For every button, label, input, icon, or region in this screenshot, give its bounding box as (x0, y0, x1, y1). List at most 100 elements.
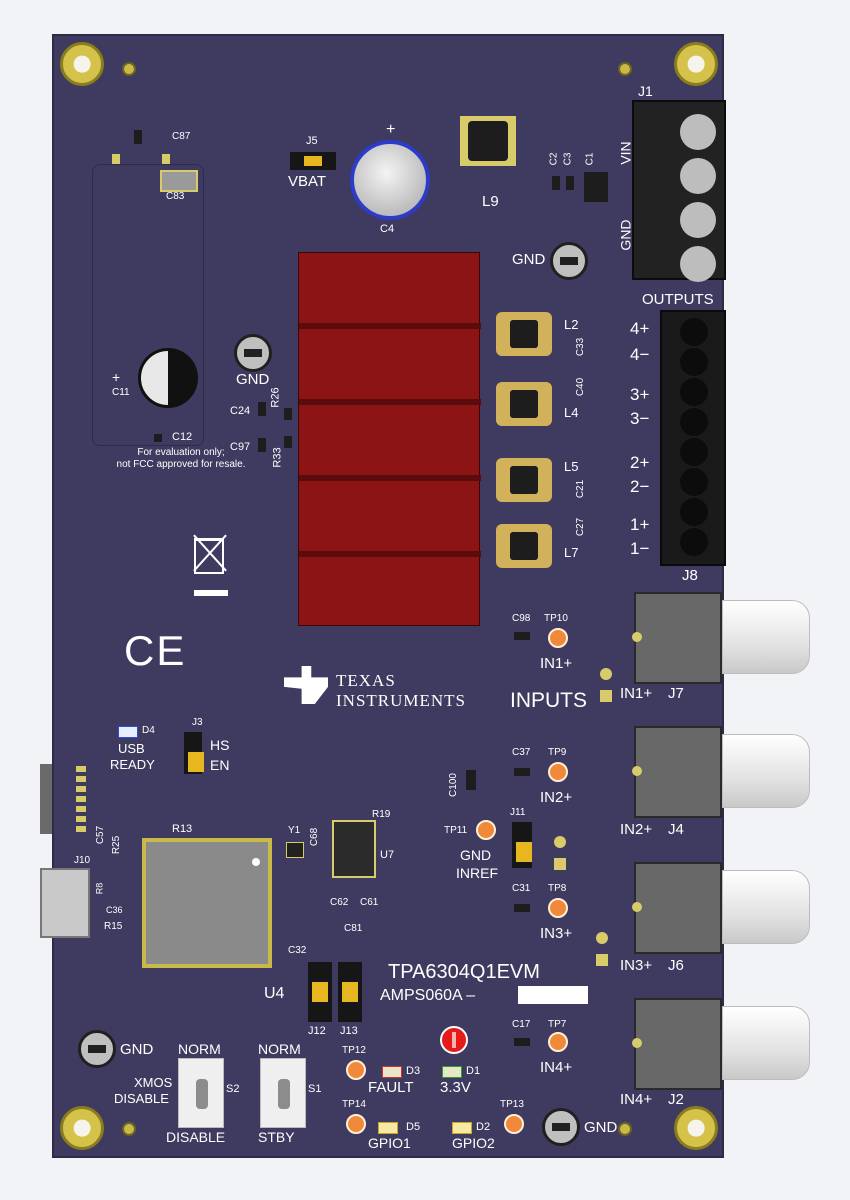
resistor-r33 (284, 436, 292, 448)
heatsink-fin (299, 323, 481, 329)
terminal-slot (680, 378, 708, 406)
gnd-terminal-top[interactable] (550, 242, 588, 280)
pad (632, 632, 642, 642)
label-gpio1: GPIO1 (368, 1135, 411, 1151)
label-vbat: VBAT (288, 173, 327, 190)
label-gnd-inref-2: INREF (456, 865, 498, 881)
switch-s1[interactable] (260, 1058, 306, 1128)
button-d1-slot (452, 1032, 456, 1048)
testpoint-tp10[interactable] (548, 628, 568, 648)
jumper-j11[interactable] (512, 822, 532, 868)
output-pin-4m: 4− (630, 345, 650, 364)
ref-j4: J4 (668, 821, 684, 838)
testpoint-tp12[interactable] (346, 1060, 366, 1080)
input-silk-3: IN3+ (620, 957, 653, 974)
heatsink-fin (299, 475, 481, 481)
led-d2 (452, 1122, 472, 1134)
output-pin-3m: 3− (630, 409, 650, 428)
ref-c98: C98 (512, 613, 531, 624)
ref-c100: C100 (447, 773, 459, 797)
mounting-hole-bottom-left (60, 1106, 104, 1150)
serial-label-blank (518, 986, 588, 1004)
power-terminal-j1 (632, 100, 726, 282)
testpoint-tp11[interactable] (476, 820, 496, 840)
ref-r26: R26 (269, 387, 282, 408)
s1-norm-label: NORM (258, 1041, 301, 1057)
capacitor-c87 (134, 130, 142, 144)
ref-c81: C81 (344, 923, 363, 934)
pad (112, 154, 120, 164)
s2-disable-label: DISABLE (166, 1129, 226, 1145)
via (618, 1122, 632, 1136)
jumper-j3[interactable] (184, 732, 204, 774)
chip-u7 (332, 820, 376, 878)
testpoint-tp9[interactable] (548, 762, 568, 782)
inductor-l5 (496, 458, 552, 502)
capacitor-c24 (258, 402, 266, 416)
gnd-terminal-left[interactable] (234, 334, 272, 372)
rca-jack-j6[interactable] (722, 870, 810, 944)
ref-c83: C83 (166, 191, 185, 202)
capacitor-c17 (514, 1038, 530, 1046)
rca-jack-j2[interactable] (722, 1006, 810, 1080)
usb-connector-j10[interactable] (40, 868, 90, 938)
pad (596, 932, 608, 944)
gnd-terminal-bottom-right[interactable] (542, 1108, 580, 1146)
screw (680, 114, 716, 150)
heatsink-fin (299, 399, 481, 405)
switch-s2[interactable] (178, 1058, 224, 1128)
ref-c1: C1 (584, 152, 596, 166)
output-pin-2m: 2− (630, 477, 650, 496)
label-gnd-inref-1: GND (460, 847, 492, 863)
ref-d1: D1 (466, 1065, 481, 1077)
s2-side-label-1: XMOS (134, 1075, 173, 1090)
label-gnd-bottom-left: GND (120, 1041, 154, 1058)
heatsink-fin (299, 551, 481, 557)
chip-main (142, 838, 272, 968)
ref-d4: D4 (142, 725, 155, 736)
ref-c21: C21 (575, 479, 587, 499)
ref-r19: R19 (372, 809, 391, 820)
ref-l7: L7 (564, 545, 579, 560)
rca-jack-j7[interactable] (722, 600, 810, 674)
capacitor-c98 (514, 632, 530, 640)
ref-c24: C24 (230, 405, 251, 417)
ref-tp9: TP9 (548, 747, 567, 758)
input-silk-4: IN4+ (620, 1091, 653, 1108)
rca-jack-j4[interactable] (722, 734, 810, 808)
ref-j12: J12 (308, 1025, 326, 1037)
testpoint-tp14[interactable] (346, 1114, 366, 1134)
inputs-title: INPUTS (510, 689, 588, 712)
led-d1 (442, 1066, 462, 1078)
label-en: EN (210, 757, 230, 773)
button-d1[interactable] (440, 1026, 468, 1054)
pcb-board: C87 C83 + C11 C12 For evaluation only; n… (40, 34, 810, 1158)
s1-stby-label: STBY (258, 1129, 295, 1145)
ref-c36: C36 (106, 905, 123, 915)
ref-s1: S1 (308, 1083, 322, 1095)
ref-j5: J5 (306, 135, 318, 147)
pad (554, 836, 566, 848)
ref-s2: S2 (226, 1083, 240, 1095)
rca-jack-j4-body (634, 726, 722, 818)
jumper-j12[interactable] (308, 962, 332, 1022)
pad (632, 766, 642, 776)
capacitor-c4 (350, 140, 430, 220)
jumper-j13[interactable] (338, 962, 362, 1022)
input-label-4: IN4+ (540, 1059, 573, 1076)
ref-r33: R33 (271, 447, 284, 468)
gnd-terminal-bottom-left[interactable] (78, 1030, 116, 1068)
label-hs: HS (210, 737, 230, 753)
terminal-slot (680, 408, 708, 436)
ref-y1: Y1 (288, 825, 301, 836)
terminal-slot (680, 498, 708, 526)
testpoint-tp8[interactable] (548, 898, 568, 918)
ref-r13: R13 (172, 823, 193, 835)
ref-j1: J1 (638, 83, 653, 99)
inductor-l4 (496, 382, 552, 426)
input-silk-1: IN1+ (620, 685, 653, 702)
ti-logo-text-1: TEXAS (336, 671, 396, 690)
pad (600, 690, 612, 702)
testpoint-tp7[interactable] (548, 1032, 568, 1052)
testpoint-tp13[interactable] (504, 1114, 524, 1134)
